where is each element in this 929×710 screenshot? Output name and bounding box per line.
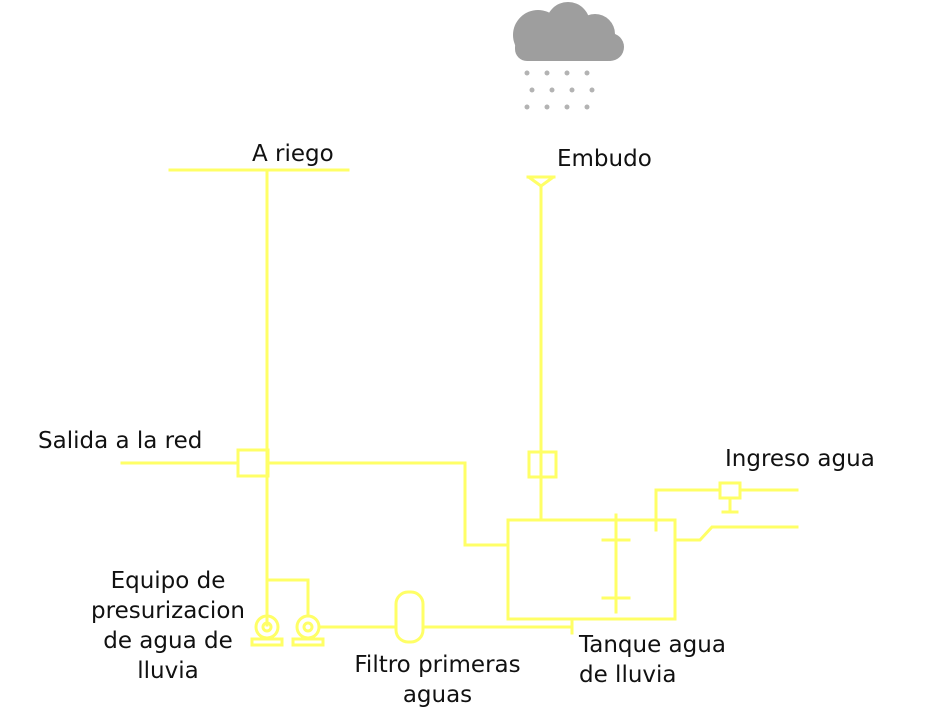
downpipe-box — [527, 450, 558, 479]
label-salida-red: Salida a la red — [38, 428, 203, 454]
valve-icon — [718, 481, 742, 500]
label-tanque-agua-lluvia: Tanque agua de lluvia — [579, 632, 726, 688]
filter-icon — [394, 590, 425, 644]
rain-cloud-icon — [513, 2, 624, 110]
label-a-riego: A riego — [252, 141, 334, 167]
label-equipo-presurizacion: Equipo de presurizacion de agua de lluvi… — [91, 568, 245, 684]
water-inlet-pipe — [654, 488, 722, 532]
tank-icon — [506, 518, 677, 621]
tank-overflow-pipe — [673, 525, 799, 542]
label-filtro-primeras-aguas: Filtro primeras aguas — [354, 652, 521, 708]
network-meter-box — [236, 448, 270, 478]
pump-icon — [295, 614, 321, 640]
label-ingreso-agua: Ingreso agua — [725, 446, 875, 472]
label-embudo: Embudo — [557, 146, 652, 172]
